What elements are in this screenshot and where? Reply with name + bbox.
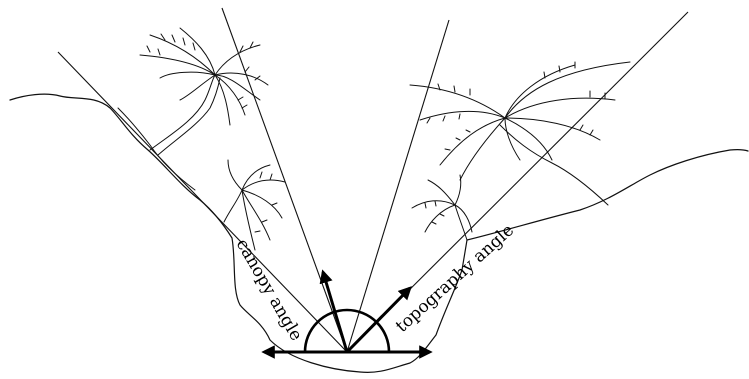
terrain-left-inner-slope	[118, 108, 195, 190]
palm-tree-top-left	[140, 28, 268, 155]
palm-tree-mid-right	[412, 175, 472, 240]
angle-semicircle	[305, 310, 389, 352]
palm-tree-top-right	[410, 62, 630, 180]
topography-angle-label: topography angle	[392, 220, 518, 336]
terrain-right-inner-slope	[500, 125, 608, 205]
canopy-angle-label: canopy angle	[232, 236, 306, 345]
palm-tree-mid-left	[224, 160, 285, 250]
terrain-left-profile	[10, 94, 467, 372]
topography-sightline-left	[58, 52, 347, 352]
